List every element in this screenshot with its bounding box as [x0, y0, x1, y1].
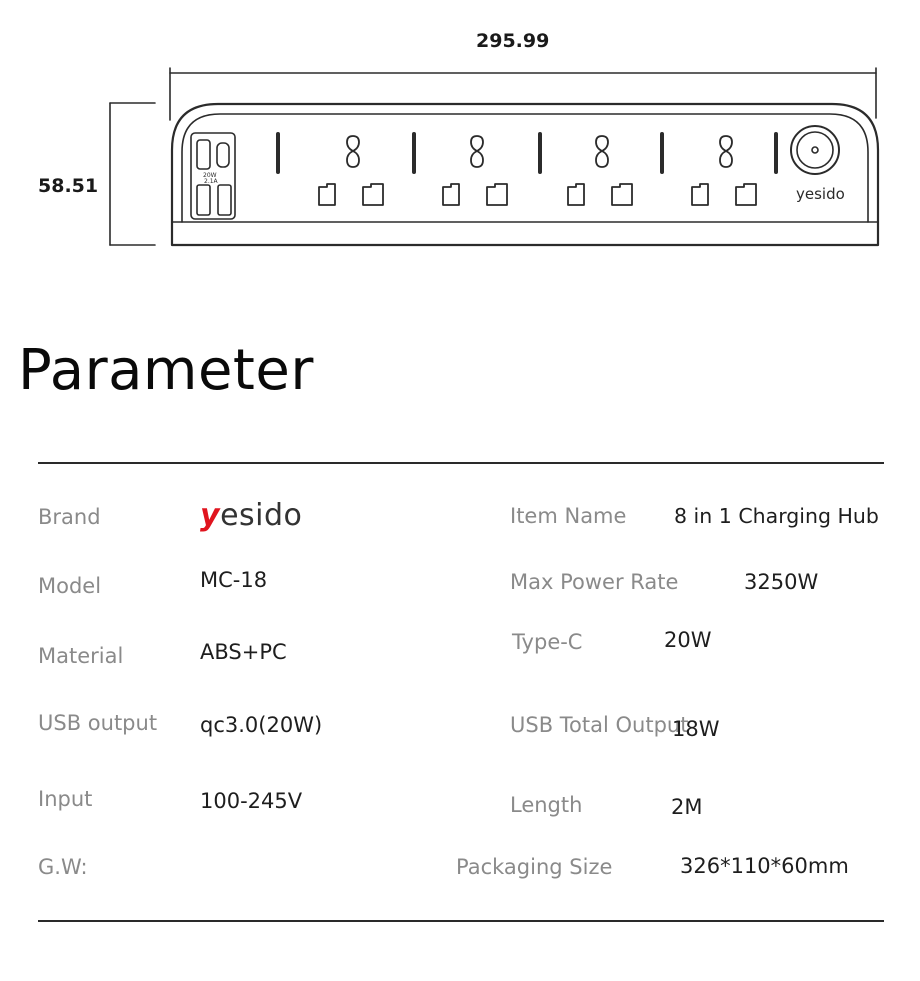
page-title: Parameter [18, 338, 314, 403]
usb-output-label: USB output [38, 711, 158, 735]
type-c-label: Type-C [512, 630, 583, 654]
material-value: ABS+PC [200, 640, 287, 664]
usb-output-value: qc3.0(20W) [200, 713, 323, 737]
outlet-3 [567, 135, 633, 206]
outlet-2 [442, 135, 508, 206]
item-name-label: Item Name [510, 504, 627, 528]
input-label: Input [38, 787, 93, 811]
item-name-value: 8 in 1 Charging Hub [674, 504, 879, 528]
input-value: 100-245V [200, 789, 303, 813]
brand-label: Brand [38, 505, 101, 529]
brand-logo-rest: esido [220, 498, 303, 533]
length-label: Length [510, 793, 583, 817]
packaging-value: 326*110*60mm [680, 854, 849, 878]
outlet-4 [691, 135, 757, 206]
outlet-1 [318, 135, 384, 206]
drawing-brand-mark: yesido [796, 185, 845, 203]
usb-total-label: USB Total Output [510, 713, 689, 737]
model-label: Model [38, 574, 102, 598]
brand-logo: yesido [200, 498, 303, 533]
length-value: 2M [671, 795, 703, 819]
type-c-value: 20W [664, 628, 712, 652]
gw-label: G.W: [38, 855, 88, 879]
material-label: Material [38, 644, 124, 668]
usb-total-value: 18W [672, 717, 720, 741]
usb-port-label-2: 2.1A [204, 178, 219, 185]
top-divider [38, 462, 884, 464]
power-strip-drawing: 20W 2.1A yesido [109, 67, 880, 247]
max-power-label: Max Power Rate [510, 570, 679, 594]
model-value: MC-18 [200, 568, 268, 592]
bottom-divider [38, 920, 884, 922]
height-dimension-label: 58.51 [38, 175, 99, 197]
width-dimension-label: 295.99 [476, 30, 550, 52]
usb-port-label-1: 20W [203, 172, 217, 179]
packaging-label: Packaging Size [456, 855, 613, 879]
max-power-value: 3250W [744, 570, 819, 594]
